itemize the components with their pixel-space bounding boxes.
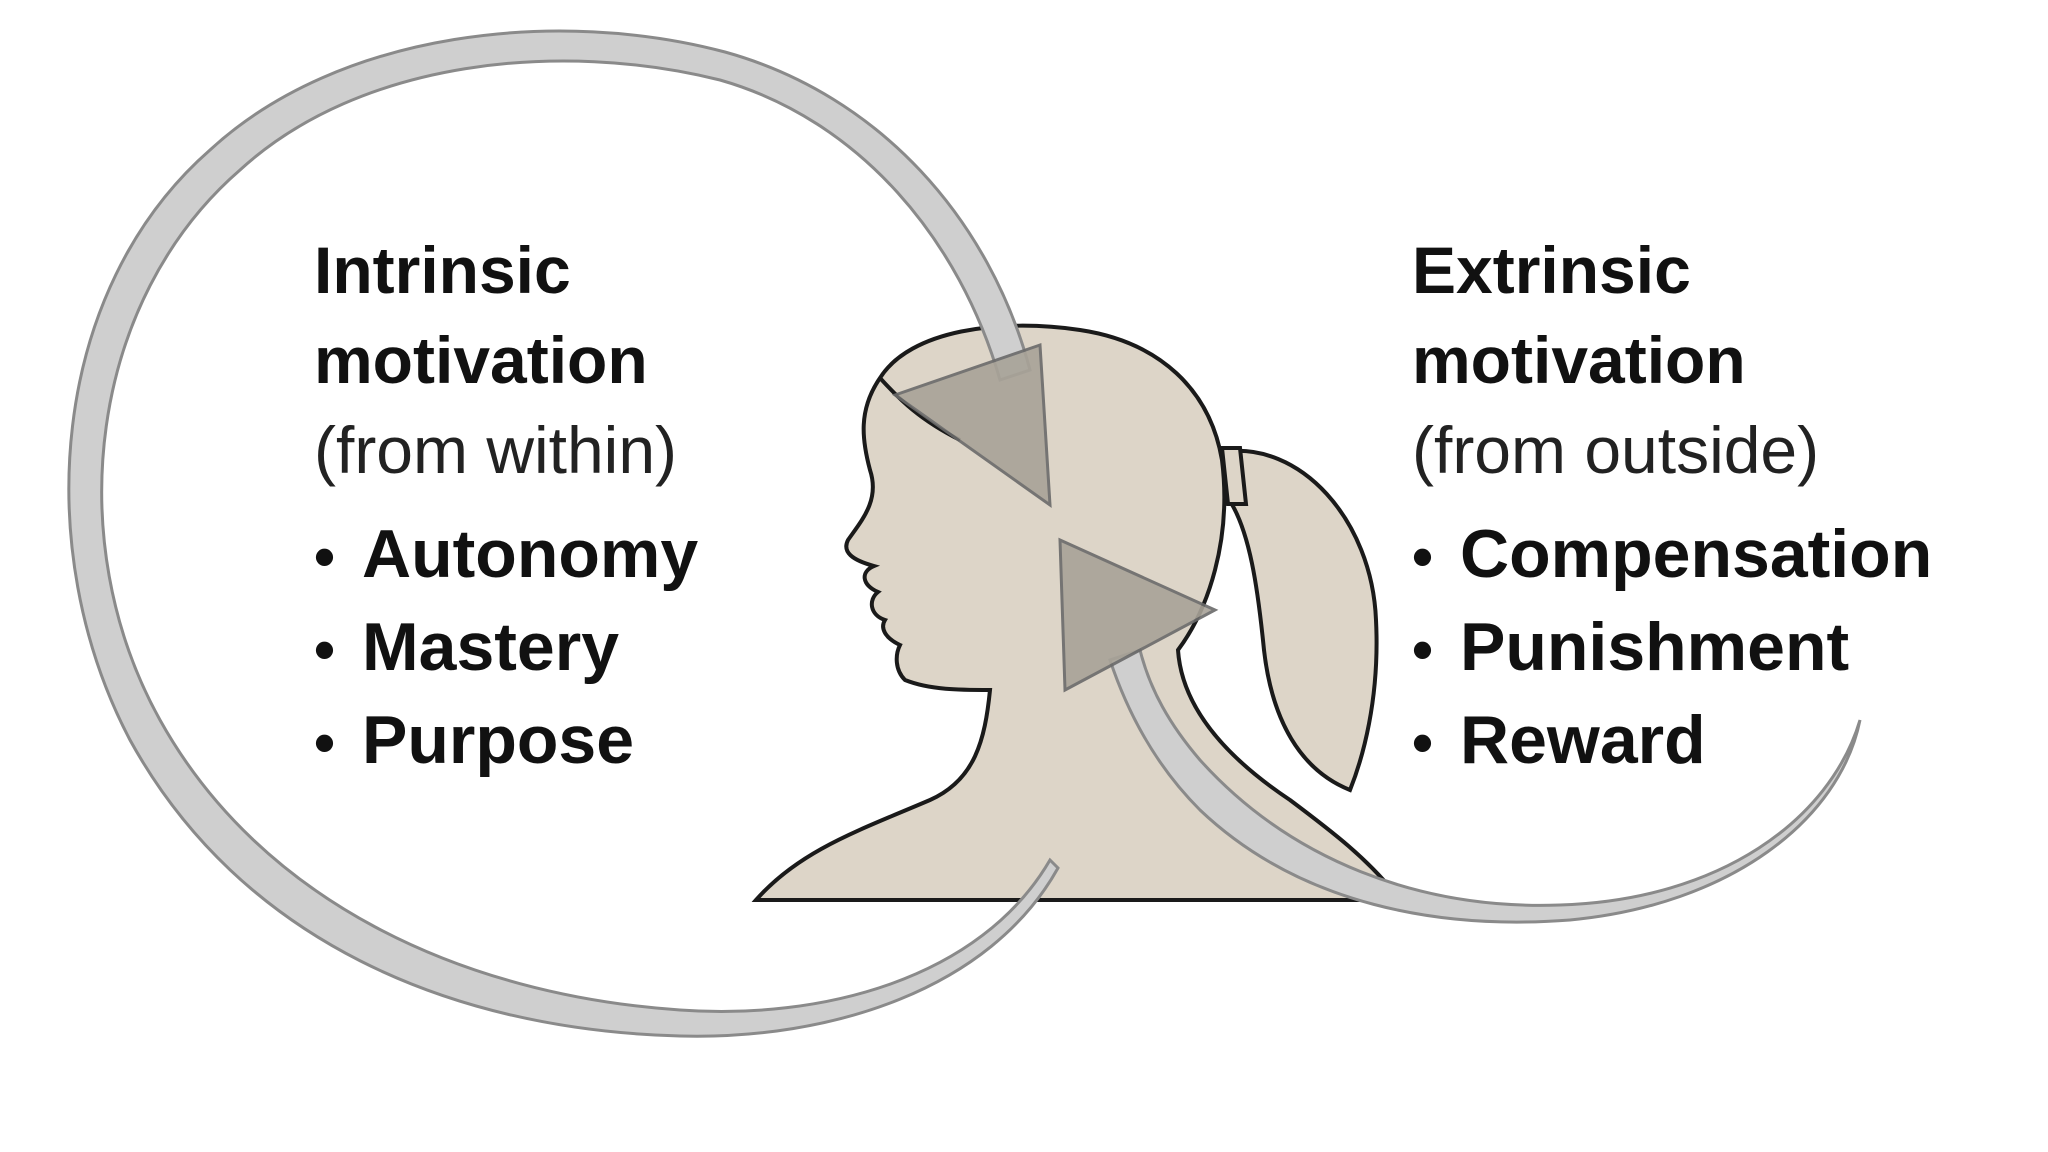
bullet: • [1412,523,1434,590]
extrinsic-list: • Compensation • Punishment • Reward [1412,509,1932,788]
intrinsic-item-autonomy: Autonomy [362,516,699,592]
extrinsic-title-line1: Extrinsic [1412,233,1691,307]
intrinsic-motivation-block: Intrinsic motivation (from within) • Auto… [314,225,698,788]
intrinsic-subtitle: (from within) [314,413,678,487]
bullet: • [1412,709,1434,776]
ponytail-icon [1219,448,1379,793]
extrinsic-item-compensation: Compensation [1460,516,1933,592]
intrinsic-arrow-icon [67,29,1060,1038]
bullet: • [314,616,336,683]
extrinsic-item-reward: Reward [1460,702,1706,778]
intrinsic-arrowhead [891,342,1052,509]
bullet: • [1412,616,1434,683]
extrinsic-motivation-block: Extrinsic motivation (from outside) • Com… [1412,225,1932,788]
intrinsic-title-line2: motivation [314,323,648,397]
intrinsic-item-purpose: Purpose [362,702,635,778]
extrinsic-arrow-icon [1058,537,1862,924]
intrinsic-list: • Autonomy • Mastery • Purpose [314,509,698,788]
extrinsic-subtitle: (from outside) [1412,413,1820,487]
list-item: • Reward [1412,695,1932,788]
extrinsic-item-punishment: Punishment [1460,609,1850,685]
bullet: • [314,709,336,776]
list-item: • Punishment [1412,602,1932,695]
list-item: • Mastery [314,602,698,695]
list-item: • Compensation [1412,509,1932,602]
list-item: • Purpose [314,695,698,788]
extrinsic-arrowhead [1058,537,1219,693]
extrinsic-title-line2: motivation [1412,323,1746,397]
intrinsic-item-mastery: Mastery [362,609,620,685]
bullet: • [314,523,336,590]
intrinsic-title-line1: Intrinsic [314,233,571,307]
list-item: • Autonomy [314,509,698,602]
